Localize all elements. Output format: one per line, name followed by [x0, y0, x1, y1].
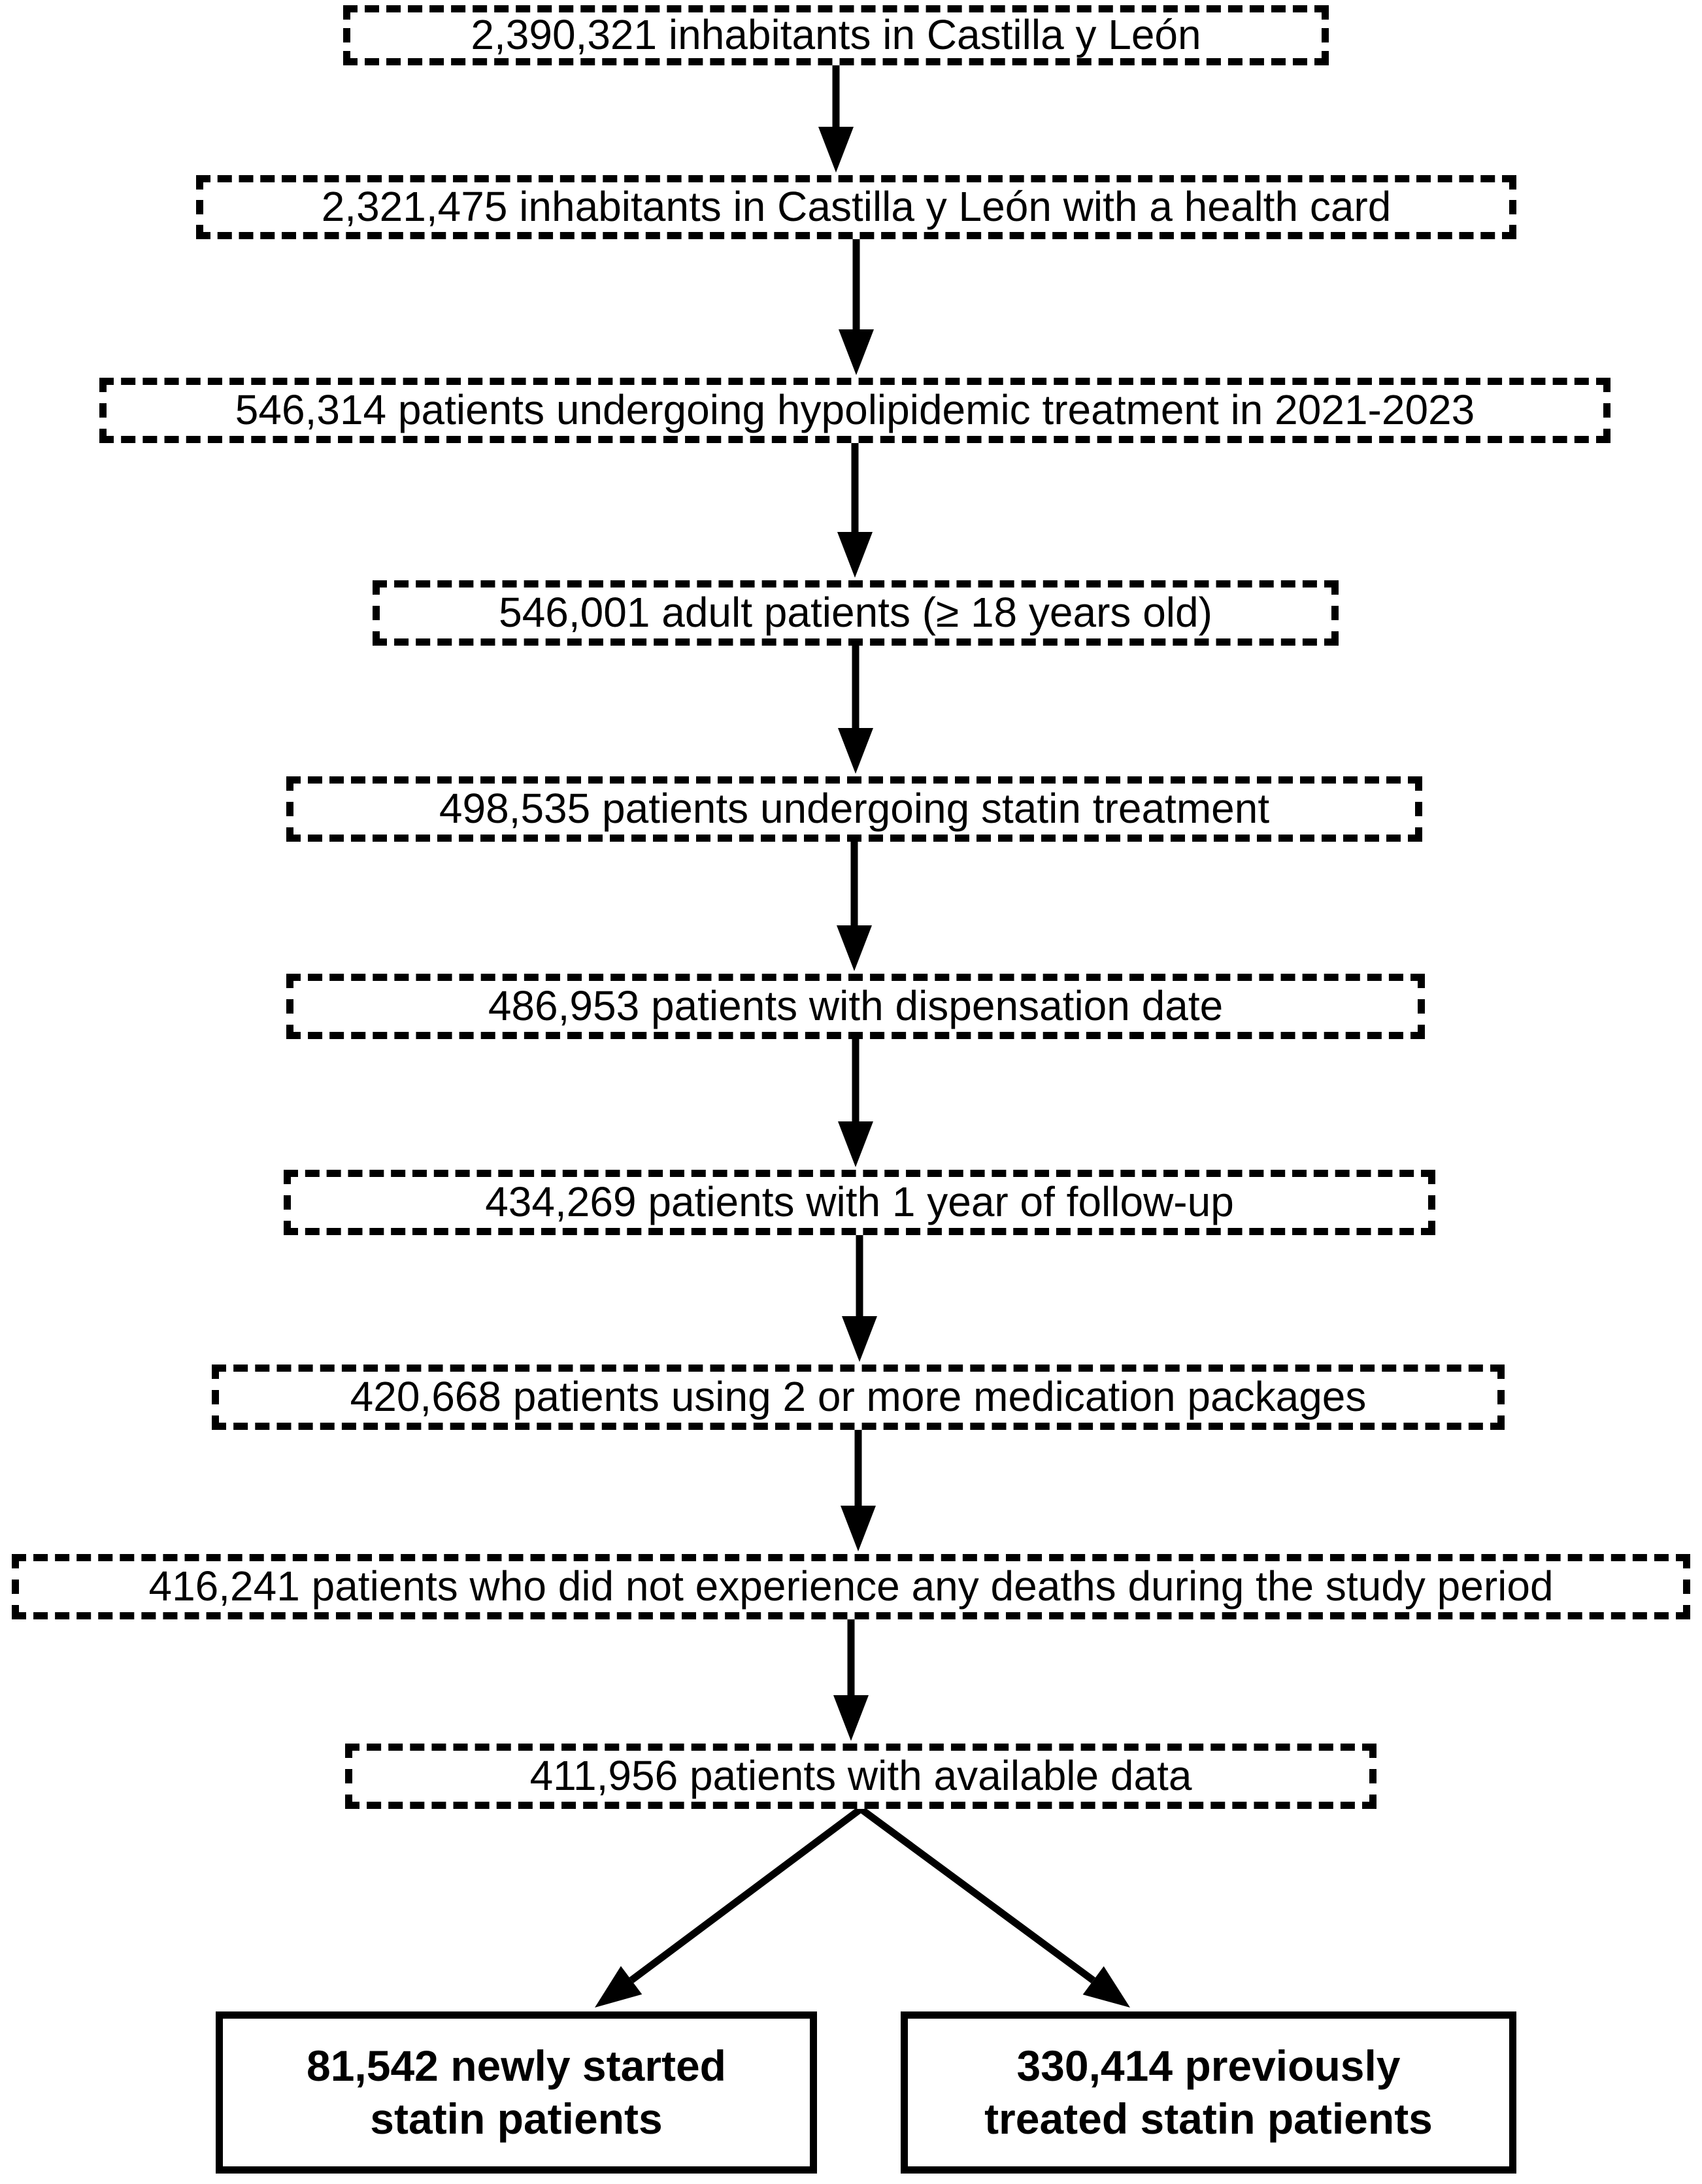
flow-node-label: 81,542 newly started statin patients: [306, 2042, 727, 2143]
flow-node-label: 416,241 patients who did not experience …: [148, 1563, 1554, 1610]
flow-node-label: 2,321,475 inhabitants in Castilla y León…: [321, 183, 1392, 231]
connector-c3-arrowhead: [837, 532, 873, 578]
flow-node-label: 434,269 patients with 1 year of follow-u…: [485, 1178, 1234, 1226]
flow-node-label: 546,314 patients undergoing hypolipidemi…: [235, 386, 1475, 434]
flow-node-n6: 486,953 patients with dispensation date: [286, 974, 1425, 1039]
flow-node-n11: 81,542 newly started statin patients: [216, 2011, 817, 2174]
connector-c5-arrowhead: [837, 925, 872, 971]
connector-c10-line: [629, 1806, 863, 1983]
flow-node-label: 420,668 patients using 2 or more medicat…: [350, 1373, 1367, 1421]
flow-node-label: 498,535 patients undergoing statin treat…: [439, 785, 1270, 833]
flow-node-n2: 2,321,475 inhabitants in Castilla y León…: [196, 175, 1516, 239]
flow-node-n12: 330,414 previously treated statin patien…: [901, 2011, 1516, 2174]
flow-node-n9: 416,241 patients who did not experience …: [12, 1554, 1690, 1619]
flow-node-label: 486,953 patients with dispensation date: [488, 982, 1224, 1030]
flow-node-n4: 546,001 adult patients (≥ 18 years old): [373, 580, 1339, 646]
flow-node-n7: 434,269 patients with 1 year of follow-u…: [284, 1170, 1435, 1235]
connector-c8-arrowhead: [841, 1506, 876, 1551]
connector-c6-arrowhead: [838, 1121, 873, 1167]
flow-node-n1: 2,390,321 inhabitants in Castilla y León: [343, 5, 1329, 65]
flow-node-n3: 546,314 patients undergoing hypolipidemi…: [99, 378, 1610, 443]
flow-node-label: 2,390,321 inhabitants in Castilla y León: [471, 11, 1201, 59]
connector-c7-arrowhead: [842, 1316, 877, 1362]
flow-node-label: 411,956 patients with available data: [529, 1752, 1192, 1800]
flow-node-label: 546,001 adult patients (≥ 18 years old): [499, 589, 1212, 637]
flow-node-label: 330,414 previously treated statin patien…: [984, 2042, 1433, 2143]
flow-node-n5: 498,535 patients undergoing statin treat…: [286, 776, 1422, 842]
connector-c9-arrowhead: [833, 1695, 869, 1741]
connector-c1-arrowhead: [818, 127, 854, 173]
flow-node-n10: 411,956 patients with available data: [345, 1744, 1377, 1809]
flow-node-n8: 420,668 patients using 2 or more medicat…: [212, 1365, 1505, 1430]
connector-c11-line: [858, 1806, 1095, 1983]
connector-c2-arrowhead: [839, 329, 874, 375]
connector-c11-arrowhead: [1082, 1966, 1130, 2008]
connector-c4-arrowhead: [838, 728, 873, 774]
connector-c10-arrowhead: [595, 1966, 642, 2008]
